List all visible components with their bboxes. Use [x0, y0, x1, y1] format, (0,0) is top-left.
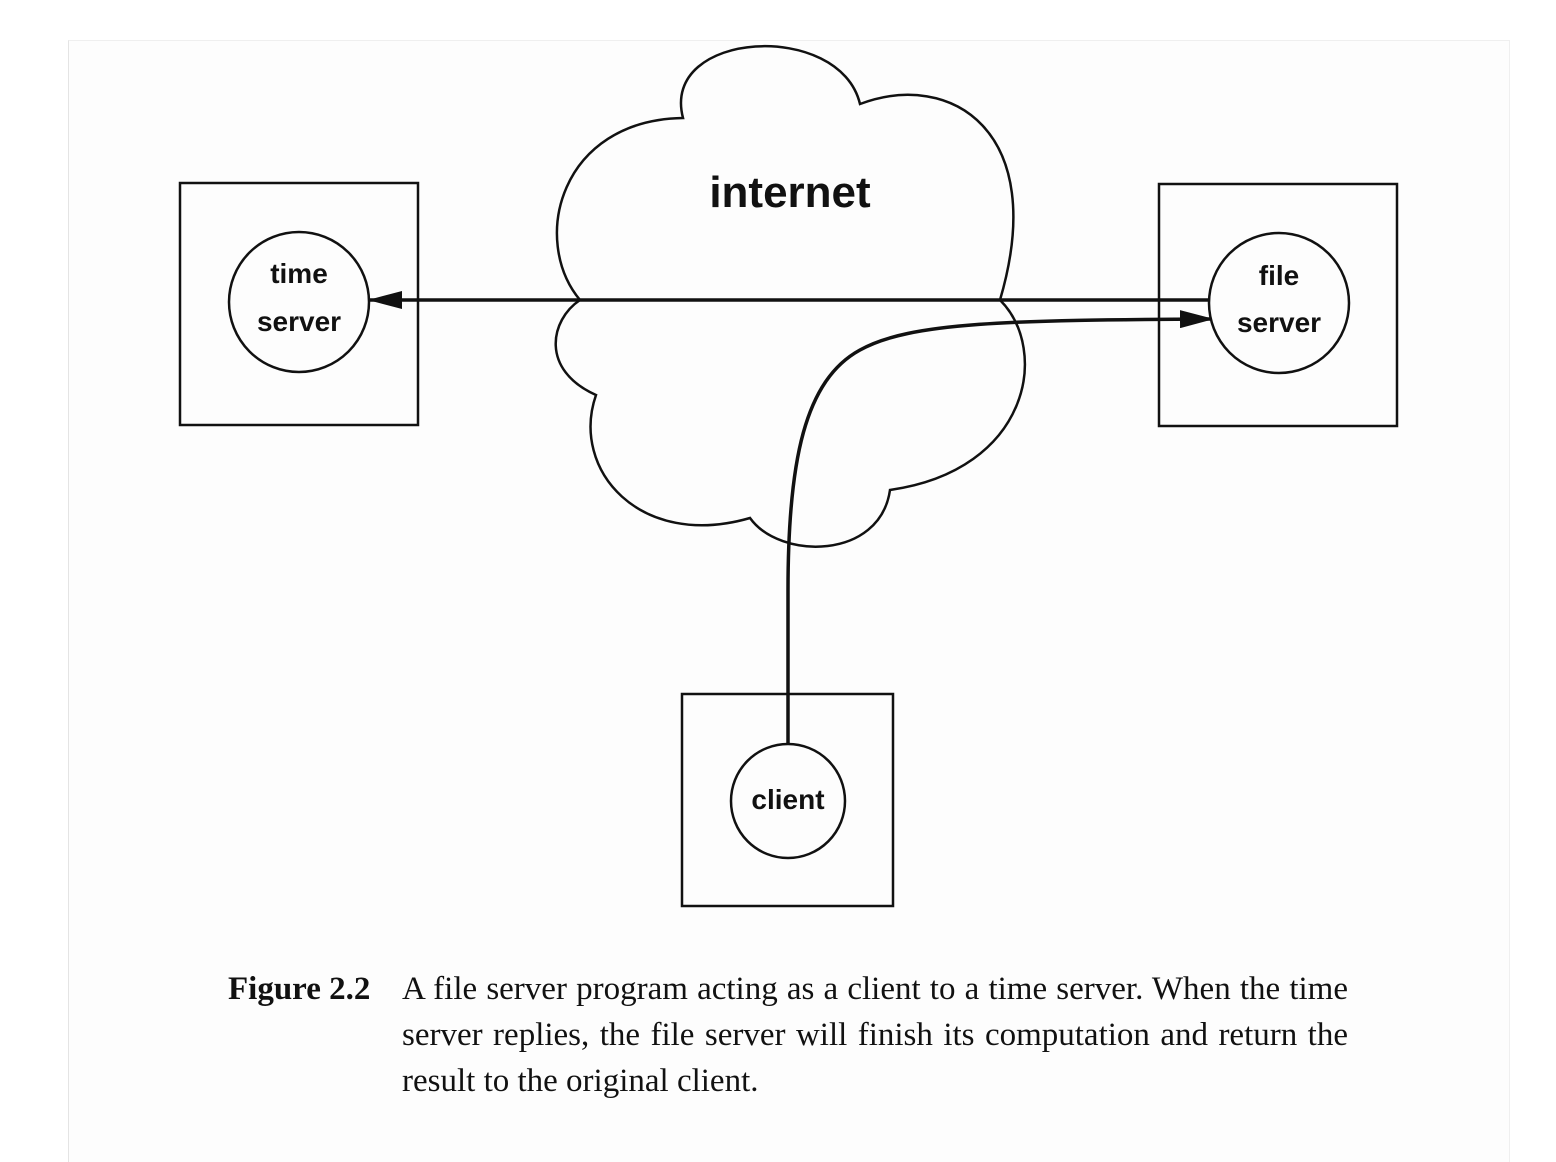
client-node	[729, 742, 847, 860]
edge-client-to-file-server	[786, 310, 1214, 745]
time-server-node	[227, 230, 371, 374]
internet-cloud	[554, 44, 1027, 548]
figure-label: Figure 2.2	[228, 971, 371, 1007]
file-server-label-line-2: server	[1237, 307, 1321, 338]
file-server-label-line-1: file	[1259, 260, 1299, 291]
cloud-label: internet	[709, 168, 871, 217]
file-server-node	[1207, 231, 1351, 375]
time-server-host-box	[178, 181, 420, 427]
client-label: client	[751, 784, 824, 815]
figure-caption-text: A file server program acting as a client…	[402, 971, 1348, 1099]
figure-caption: Figure 2.2 A file server program acting …	[228, 966, 1348, 1104]
time-server-label-line-1: time	[270, 258, 328, 289]
file-server-host-box	[1157, 182, 1399, 428]
time-server-label-line-2: server	[257, 306, 341, 337]
